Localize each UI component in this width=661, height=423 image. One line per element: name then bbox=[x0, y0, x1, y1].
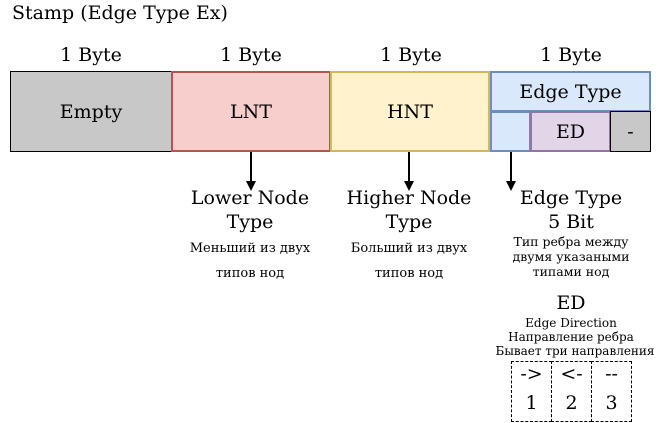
direction-symbol: -> bbox=[520, 363, 543, 385]
direction-cell-3: -- 3 bbox=[591, 361, 632, 422]
direction-value: 2 bbox=[565, 392, 578, 414]
byte-label-3: 1 Byte bbox=[380, 44, 442, 66]
direction-cell-1: -> 1 bbox=[511, 361, 552, 422]
hnt-description-title: Higher Node Type bbox=[346, 187, 472, 233]
ed-description-line-2: Направление ребра bbox=[508, 330, 634, 344]
edge-type-bit-count: 5 Bit bbox=[548, 211, 594, 233]
arrow-lnt bbox=[246, 152, 256, 191]
edge-type-description-title: Edge Type bbox=[519, 187, 623, 209]
direction-symbol: -- bbox=[605, 363, 618, 385]
byte-label-1: 1 Byte bbox=[60, 44, 122, 66]
byte-label-2: 1 Byte bbox=[220, 44, 282, 66]
direction-table: -> 1 <- 2 -- 3 bbox=[511, 361, 632, 422]
edge-type-description-text: Тип ребра между двумя указаными типами н… bbox=[512, 234, 630, 279]
hnt-description-text: Больший из двух типов нод bbox=[350, 241, 468, 281]
field-hnt-label: HNT bbox=[387, 100, 433, 123]
field-reserved: - bbox=[610, 111, 651, 152]
direction-cell-2: <- 2 bbox=[551, 361, 592, 422]
field-hnt: HNT bbox=[330, 71, 490, 152]
diagram-title: Stamp (Edge Type Ex) bbox=[12, 2, 228, 24]
ed-description-line-1: Edge Direction bbox=[525, 316, 617, 330]
lnt-description-text: Меньший из двух типов нод bbox=[189, 241, 311, 281]
field-empty: Empty bbox=[11, 72, 171, 151]
field-empty-label: Empty bbox=[59, 100, 123, 123]
field-lnt-label: LNT bbox=[230, 100, 272, 123]
direction-value: 3 bbox=[605, 392, 618, 414]
direction-symbol: <- bbox=[560, 363, 583, 385]
field-lnt: LNT bbox=[171, 71, 331, 152]
field-reserved-label: - bbox=[627, 120, 634, 143]
field-edge-type-label: Edge Type bbox=[519, 80, 622, 103]
ed-description-line-3: Бывает три направления bbox=[495, 344, 655, 358]
arrow-hnt bbox=[404, 152, 414, 191]
field-ed: ED bbox=[530, 111, 611, 152]
ed-description-title: ED bbox=[556, 292, 586, 314]
byte-label-4: 1 Byte bbox=[540, 44, 602, 66]
field-edge-bits bbox=[490, 111, 531, 152]
direction-value: 1 bbox=[525, 392, 538, 414]
field-ed-label: ED bbox=[555, 120, 586, 143]
lnt-description-title: Lower Node Type bbox=[190, 187, 310, 233]
arrow-edge-type bbox=[506, 152, 516, 191]
